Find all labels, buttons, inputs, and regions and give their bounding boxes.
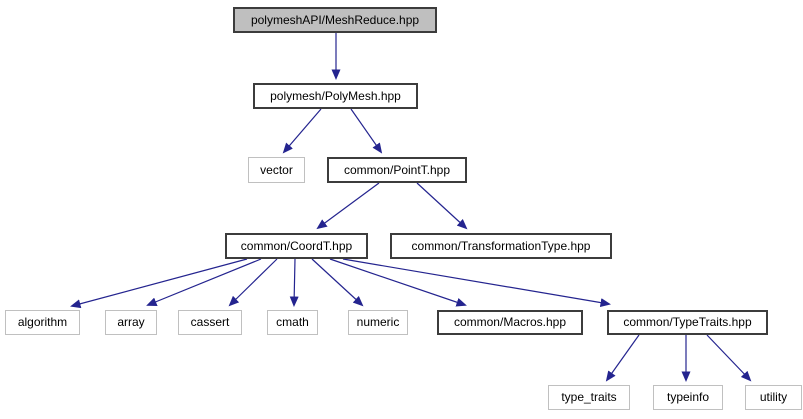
node-vector: vector bbox=[248, 157, 305, 183]
edges-group bbox=[70, 33, 752, 382]
node-meshreduce: polymeshAPI/MeshReduce.hpp bbox=[233, 7, 437, 33]
node-macros[interactable]: common/Macros.hpp bbox=[437, 310, 583, 335]
node-algorithm: algorithm bbox=[5, 310, 80, 335]
edge-typetraits-to-type_traits bbox=[605, 334, 640, 382]
edge-typetraits-to-utility bbox=[706, 334, 752, 382]
node-typetraits[interactable]: common/TypeTraits.hpp bbox=[607, 310, 768, 335]
edge-polymesh-to-pointt bbox=[350, 108, 383, 154]
node-numeric: numeric bbox=[348, 310, 408, 335]
edge-coordt-to-array bbox=[146, 258, 262, 306]
edge-coordt-to-cmath bbox=[289, 258, 299, 307]
node-coordt[interactable]: common/CoordT.hpp bbox=[225, 233, 368, 259]
edge-coordt-to-algorithm bbox=[70, 258, 248, 309]
edge-coordt-to-numeric bbox=[311, 258, 364, 307]
node-typeinfo: typeinfo bbox=[653, 385, 723, 410]
edge-pointt-to-coordt bbox=[316, 182, 380, 230]
edge-pointt-to-transformationtype bbox=[416, 182, 468, 230]
node-polymesh[interactable]: polymesh/PolyMesh.hpp bbox=[253, 83, 418, 109]
node-utility: utility bbox=[745, 385, 802, 410]
node-transformationtype[interactable]: common/TransformationType.hpp bbox=[390, 233, 612, 259]
edge-coordt-to-cassert bbox=[228, 258, 278, 307]
node-type_traits: type_traits bbox=[548, 385, 630, 410]
edge-polymesh-to-vector bbox=[282, 108, 322, 154]
node-pointt[interactable]: common/PointT.hpp bbox=[327, 157, 467, 183]
node-array: array bbox=[105, 310, 157, 335]
node-cmath: cmath bbox=[267, 310, 318, 335]
node-cassert: cassert bbox=[178, 310, 242, 335]
edge-coordt-to-typetraits bbox=[342, 258, 611, 308]
edge-coordt-to-macros bbox=[329, 258, 467, 307]
